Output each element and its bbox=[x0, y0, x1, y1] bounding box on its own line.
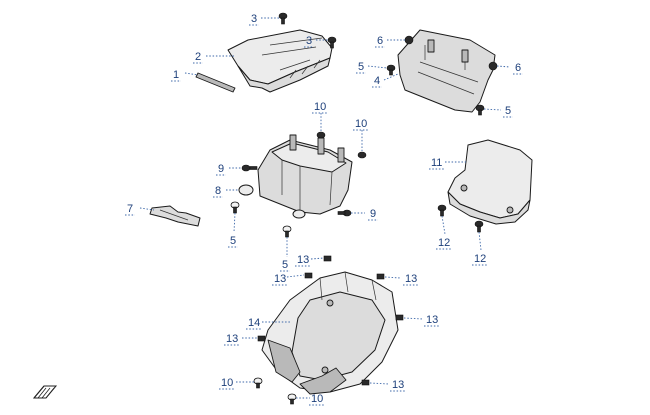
callout-10b[interactable]: 10 bbox=[355, 118, 367, 130]
nut-13d bbox=[395, 314, 404, 321]
nut-6b bbox=[488, 61, 498, 71]
callout-5c[interactable]: 5 bbox=[230, 235, 236, 247]
callout-13a[interactable]: 13 bbox=[297, 254, 309, 266]
part-flat-plate bbox=[149, 205, 201, 227]
callout-labels: 1 2 3 3 4 5 5 5 5 6 6 7 8 9 9 10 10 10 1… bbox=[127, 13, 521, 405]
nut-13e bbox=[257, 335, 266, 342]
screw-5c bbox=[230, 201, 240, 214]
screw-5b bbox=[475, 104, 485, 116]
callout-7[interactable]: 7 bbox=[127, 203, 133, 215]
callout-5d[interactable]: 5 bbox=[282, 259, 288, 271]
clip-10b bbox=[357, 151, 367, 159]
callout-13c[interactable]: 13 bbox=[405, 273, 417, 285]
callout-underlines bbox=[125, 24, 523, 406]
nut-13f bbox=[361, 379, 370, 386]
callout-12b[interactable]: 12 bbox=[474, 253, 486, 265]
nut-6a bbox=[404, 35, 414, 45]
nut-13b bbox=[304, 272, 313, 279]
clip-10a bbox=[316, 131, 326, 139]
callout-12a[interactable]: 12 bbox=[438, 237, 450, 249]
part-lower-shroud bbox=[261, 271, 399, 395]
callout-10d[interactable]: 10 bbox=[311, 393, 323, 405]
view-direction-icon bbox=[32, 385, 58, 399]
callout-11[interactable]: 11 bbox=[431, 157, 442, 169]
callout-13e[interactable]: 13 bbox=[226, 333, 238, 345]
clip-10c bbox=[253, 377, 263, 389]
nut-13c bbox=[376, 273, 385, 280]
callout-10a[interactable]: 10 bbox=[314, 101, 326, 113]
callout-4[interactable]: 4 bbox=[374, 75, 380, 87]
callout-1[interactable]: 1 bbox=[173, 69, 179, 81]
callout-14[interactable]: 14 bbox=[248, 317, 260, 329]
callout-6b[interactable]: 6 bbox=[515, 62, 521, 74]
screw-3b bbox=[327, 36, 337, 49]
callout-2[interactable]: 2 bbox=[195, 51, 201, 63]
callout-9b[interactable]: 9 bbox=[370, 208, 376, 220]
part-rod bbox=[195, 72, 236, 93]
callout-5b[interactable]: 5 bbox=[505, 105, 511, 117]
callout-3b[interactable]: 3 bbox=[306, 35, 312, 47]
part-rear-panel bbox=[397, 29, 496, 113]
part-central-bracket bbox=[238, 134, 353, 219]
part-top-cover bbox=[227, 29, 333, 93]
clip-12b bbox=[474, 220, 484, 233]
screw-5a bbox=[386, 64, 396, 76]
callout-13f[interactable]: 13 bbox=[392, 379, 404, 391]
part-fender-hood bbox=[447, 139, 533, 225]
callout-5a[interactable]: 5 bbox=[358, 61, 364, 73]
callout-10c[interactable]: 10 bbox=[221, 377, 233, 389]
callout-13b[interactable]: 13 bbox=[274, 273, 286, 285]
clip-10d bbox=[287, 393, 297, 405]
callout-13d[interactable]: 13 bbox=[426, 314, 438, 326]
nut-13a bbox=[323, 255, 332, 262]
callout-8[interactable]: 8 bbox=[215, 185, 221, 197]
callout-9a[interactable]: 9 bbox=[218, 163, 224, 175]
callout-3a[interactable]: 3 bbox=[251, 13, 257, 25]
screw-3a bbox=[278, 12, 288, 25]
screw-9b bbox=[337, 209, 352, 217]
clip-12a bbox=[437, 204, 447, 217]
screw-5d bbox=[282, 225, 292, 238]
callout-6a[interactable]: 6 bbox=[377, 35, 383, 47]
screw-9a bbox=[241, 164, 258, 172]
leader-lines bbox=[139, 17, 511, 399]
